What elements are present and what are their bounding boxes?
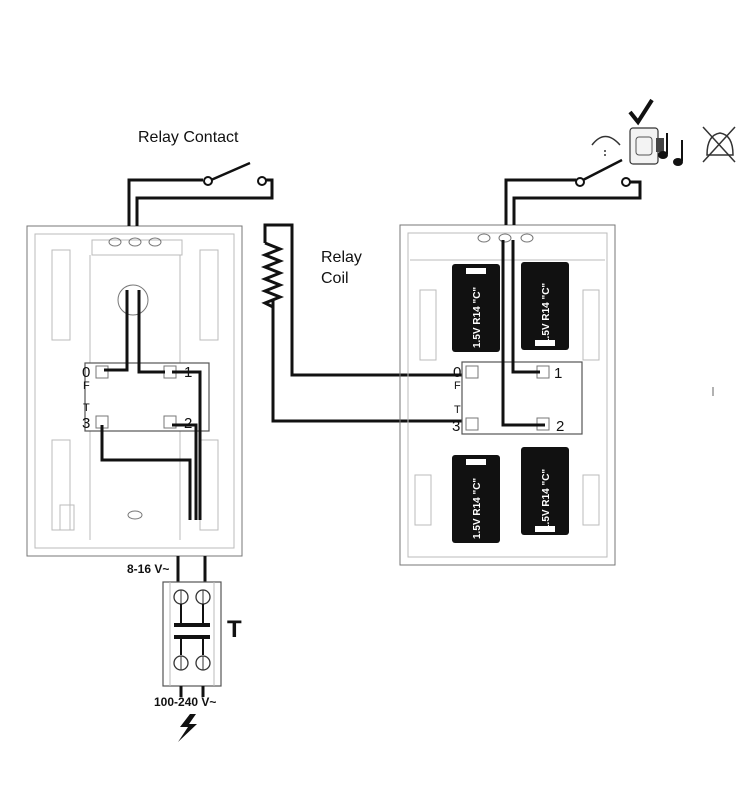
terminal-f: F xyxy=(83,380,90,392)
right-bell-push-wiring xyxy=(504,158,642,225)
right-internal-wiring xyxy=(501,240,545,427)
battery-1: 1.5V R14 "C" xyxy=(452,264,500,352)
battery-4-label: 1.5V R14 "C" xyxy=(541,469,552,530)
crossed-bell-icon xyxy=(702,126,736,163)
check-icon xyxy=(628,98,654,126)
battery-2: 1.5V R14 "C" xyxy=(521,262,569,350)
battery-4: 1.5V R14 "C" xyxy=(521,447,569,535)
right-chime-unit xyxy=(399,224,616,566)
terminal-0: 0 xyxy=(82,364,90,381)
right-terminal-labels: 0 F T 3 1 2 xyxy=(452,364,564,435)
push-switch xyxy=(582,158,623,182)
battery-3-label: 1.5V R14 "C" xyxy=(472,478,483,539)
left-bell-push-wiring xyxy=(127,161,274,226)
terminal-t: T xyxy=(454,404,461,416)
mains-voltage-label: 100-240 V~ xyxy=(154,695,216,709)
relay-coil xyxy=(260,223,470,423)
left-internal-wiring xyxy=(100,290,202,520)
terminal-t: T xyxy=(83,402,90,414)
lightning-icon xyxy=(178,714,197,742)
left-chime-unit xyxy=(26,225,243,557)
terminal-0: 0 xyxy=(453,364,461,381)
transformer xyxy=(162,581,222,687)
music-note-icon xyxy=(658,133,683,166)
dashed-arc-icon xyxy=(591,135,621,158)
battery-3: 1.5V R14 "C" xyxy=(452,455,500,543)
bell-push-icon xyxy=(629,127,664,165)
relay-contact-label: Relay Contact xyxy=(138,129,239,146)
battery-2-label: 1.5V R14 "C" xyxy=(541,283,552,344)
relay-coil-label-line2: Coil xyxy=(321,270,349,287)
terminal-3: 3 xyxy=(452,418,460,435)
transformer-symbol-label: T xyxy=(227,616,242,643)
terminal-1: 1 xyxy=(554,365,562,382)
terminal-3: 3 xyxy=(82,415,90,432)
relay-coil-label-line1: Relay xyxy=(321,249,362,266)
terminal-f: F xyxy=(454,380,461,392)
relay-contact-switch xyxy=(210,161,251,182)
battery-1-label: 1.5V R14 "C" xyxy=(472,287,483,348)
low-voltage-label: 8-16 V~ xyxy=(127,562,169,576)
terminal-2: 2 xyxy=(556,418,564,435)
